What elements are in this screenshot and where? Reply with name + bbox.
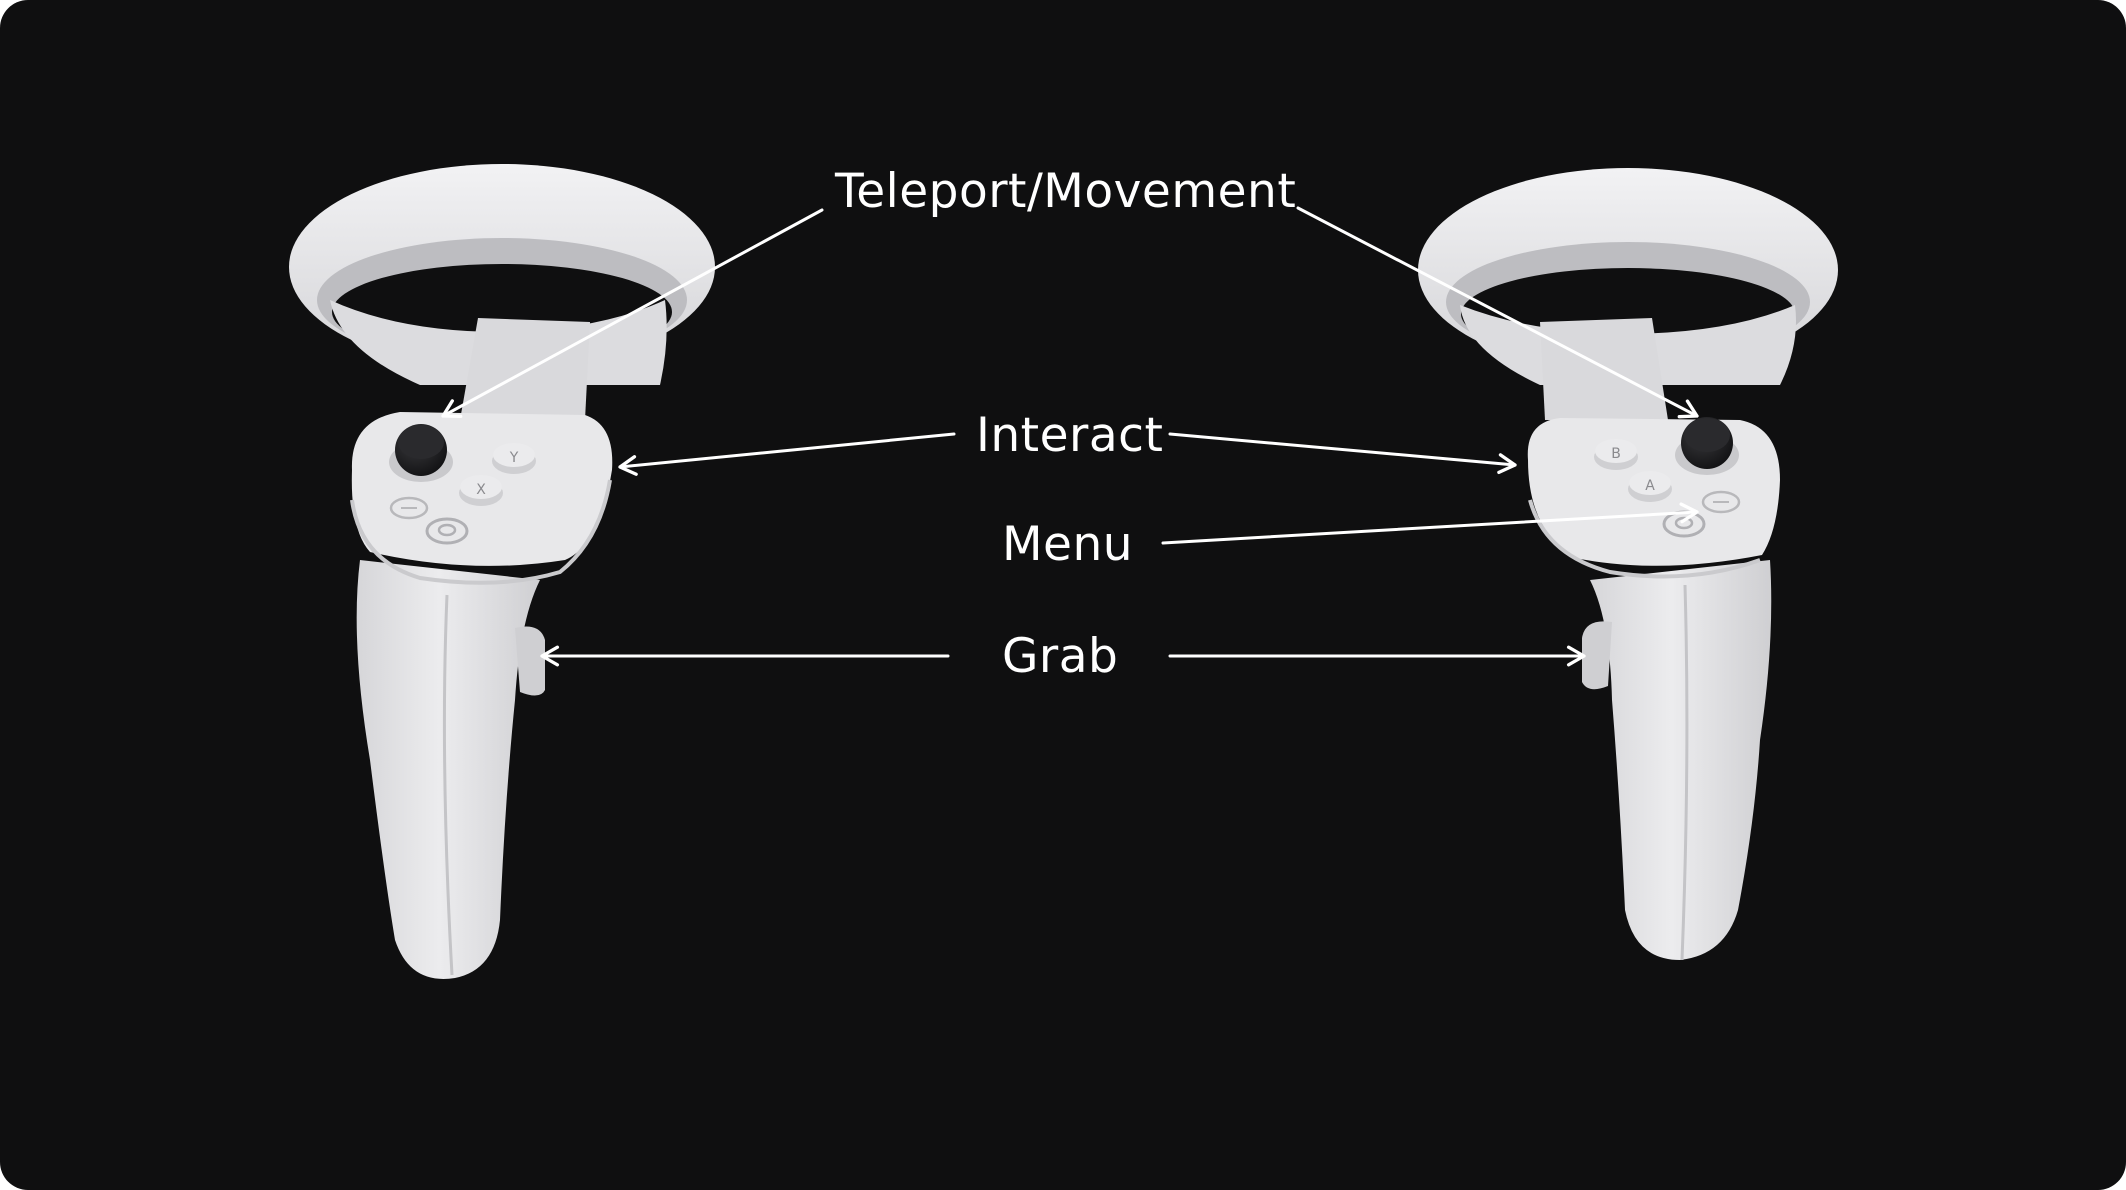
- teleport-arrow-right: [1296, 206, 1699, 419]
- left-grab-trigger: [515, 626, 545, 696]
- left-controller: Y X: [289, 164, 715, 979]
- left-neck: [460, 318, 590, 420]
- left-y-button: Y: [492, 443, 536, 474]
- left-x-button-label: X: [476, 482, 486, 498]
- right-b-button: B: [1594, 439, 1638, 470]
- menu-arrow-right: [1161, 502, 1699, 545]
- left-oculus-button: [425, 517, 469, 545]
- left-menu-button: [389, 496, 429, 520]
- right-menu-button: [1701, 490, 1741, 514]
- teleport-arrow-left: [441, 208, 824, 419]
- interact-label: Interact: [976, 408, 1164, 463]
- left-grip: [356, 560, 540, 979]
- right-a-button-label: A: [1645, 478, 1655, 494]
- right-grab-trigger: [1582, 621, 1612, 690]
- right-thumbstick: [1675, 417, 1739, 475]
- teleport-movement-label: Teleport/Movement: [835, 164, 1297, 219]
- right-grip: [1590, 560, 1772, 960]
- left-thumbstick: [389, 424, 453, 482]
- grab-label: Grab: [1002, 629, 1119, 684]
- right-a-button: A: [1628, 471, 1672, 502]
- interact-arrow-left: [618, 432, 956, 476]
- right-controller: B A: [1418, 168, 1838, 961]
- menu-label: Menu: [1002, 517, 1134, 572]
- interact-arrow-right: [1168, 432, 1517, 475]
- left-y-button-label: Y: [509, 450, 519, 466]
- right-b-button-label: B: [1611, 446, 1621, 462]
- left-x-button: X: [459, 475, 503, 506]
